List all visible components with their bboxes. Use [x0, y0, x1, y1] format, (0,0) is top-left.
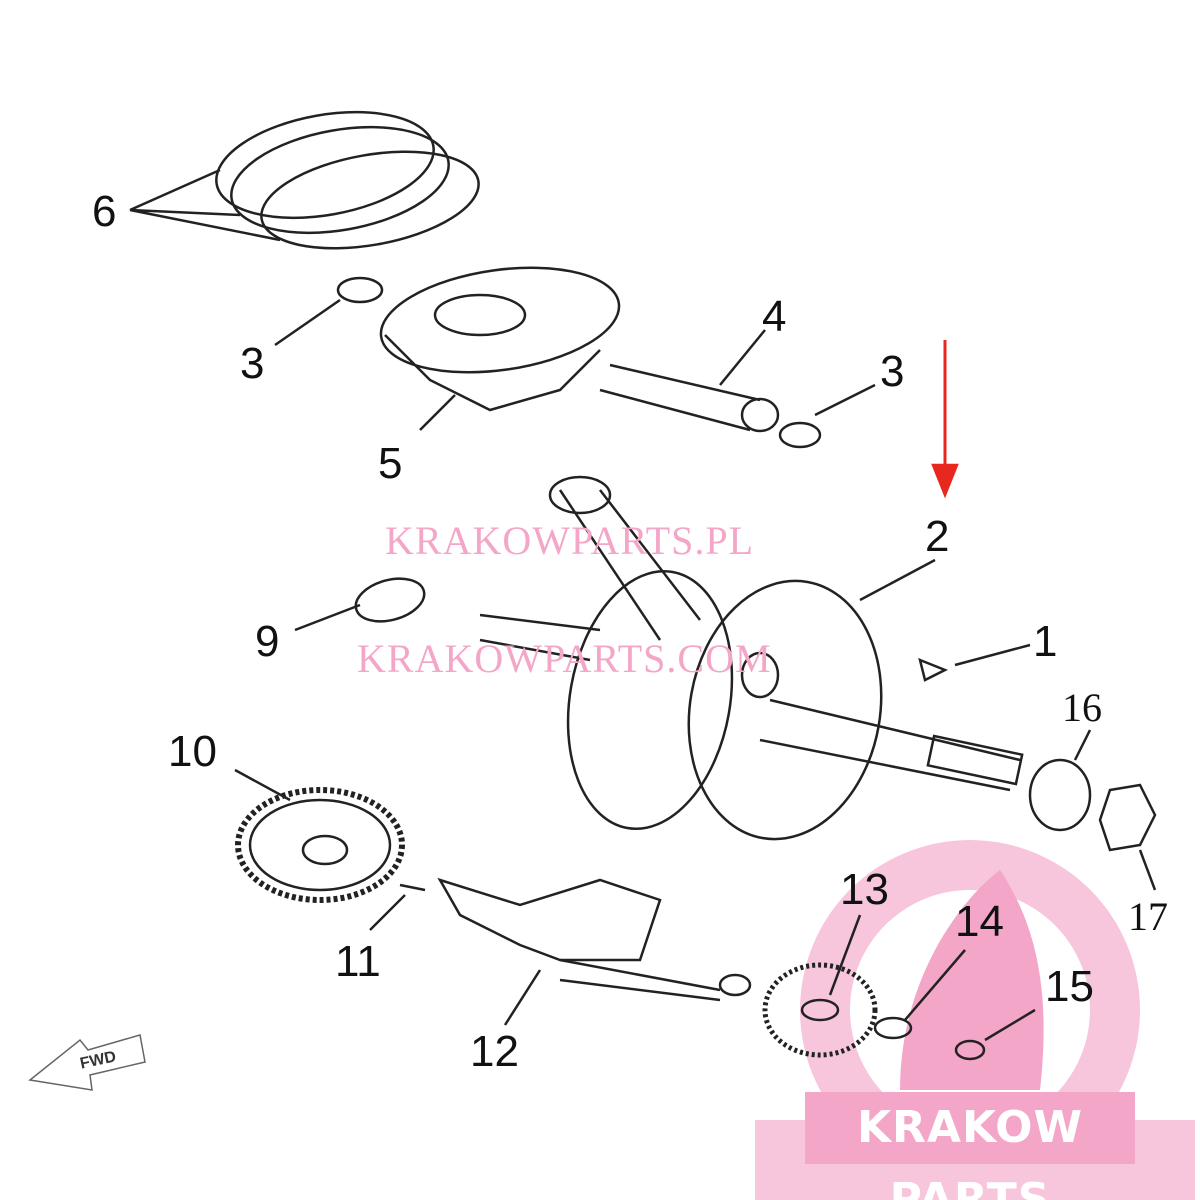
leader-16	[1073, 729, 1092, 761]
leader-17	[1138, 849, 1157, 891]
callout-3-right: 3	[880, 347, 905, 396]
circlip-right	[778, 421, 822, 449]
callout-13: 13	[840, 865, 889, 914]
crankshaft	[479, 475, 1024, 841]
watermark-com: KRAKOWPARTS.COM	[357, 636, 772, 681]
callout-6: 6	[92, 187, 117, 236]
callout-15: 15	[1045, 962, 1094, 1011]
leader-11	[369, 894, 406, 931]
callout-1: 1	[1033, 617, 1058, 666]
leader-3b	[814, 383, 876, 417]
leader-6	[129, 168, 281, 242]
balancer-shaft	[437, 877, 752, 1002]
leader-13	[828, 914, 862, 996]
nut-17	[1098, 783, 1157, 852]
leader-1	[954, 643, 1031, 667]
washer-16	[1028, 758, 1092, 832]
callout-14: 14	[955, 897, 1004, 946]
callout-9: 9	[255, 617, 280, 666]
key-11	[399, 883, 426, 892]
drive-gear	[235, 787, 405, 903]
leader-15	[984, 1008, 1036, 1042]
callout-2: 2	[925, 512, 950, 561]
callout-4: 4	[762, 292, 787, 341]
callout-17: 17	[1128, 894, 1168, 939]
leader-10	[234, 768, 291, 802]
callout-10: 10	[168, 727, 217, 776]
piston-rings	[215, 110, 480, 250]
leader-14	[904, 949, 966, 1021]
leader-12	[503, 969, 542, 1026]
callout-5: 5	[378, 439, 403, 488]
leader-9	[294, 603, 361, 632]
callout-16: 16	[1062, 685, 1102, 730]
callout-11: 11	[335, 937, 381, 986]
leader-4	[719, 329, 766, 386]
gear-13	[762, 962, 878, 1058]
piston	[379, 266, 621, 412]
nut-15	[954, 1039, 986, 1061]
leader-3a	[274, 298, 341, 347]
leader-2	[859, 558, 936, 602]
circlip-left	[336, 276, 384, 304]
leader-5	[419, 394, 456, 431]
fwd-arrow-icon	[28, 1034, 146, 1091]
krakow-parts-logo-text: KRAKOW PARTS	[805, 1092, 1135, 1200]
woodruff-key	[918, 657, 949, 682]
washer-14	[873, 1016, 913, 1040]
callout-12: 12	[470, 1027, 519, 1076]
watermark-pl: KRAKOWPARTS.PL	[385, 518, 755, 563]
red-arrow-head	[931, 463, 959, 499]
piston-pin	[599, 363, 780, 433]
oil-seal	[354, 577, 426, 623]
callout-3-left: 3	[240, 339, 265, 388]
